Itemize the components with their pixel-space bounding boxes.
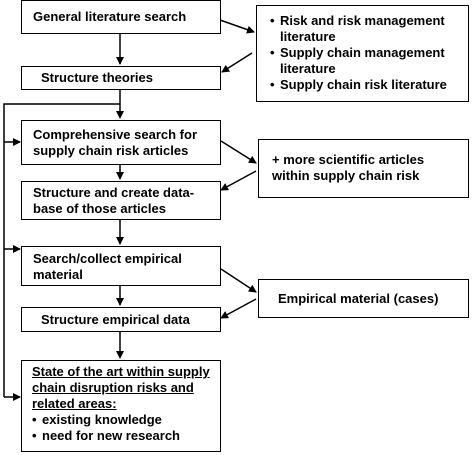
general-literature-search-label: General literature search — [33, 9, 187, 24]
search-empirical-label: Search/collect empirical material — [33, 251, 182, 282]
list-item: Supply chain management literature — [270, 45, 466, 77]
state-of-art-box: State of the art within supply chain dis… — [21, 360, 221, 452]
literature-types-list: Risk and risk management literature Supp… — [270, 13, 466, 93]
arrow-literature-to-structure — [221, 52, 253, 73]
arrow-comprehensive-to-more-articles — [220, 140, 257, 164]
more-articles-label: + more scientific articles within supply… — [272, 152, 425, 183]
state-of-art-heading: State of the art within supply chain dis… — [32, 364, 210, 411]
structure-empirical-label: Structure empirical data — [41, 312, 190, 327]
literature-types-box: Risk and risk management literature Supp… — [256, 5, 469, 102]
structure-theories-label: Structure theories — [41, 70, 153, 85]
structure-theories-box: Structure theories — [21, 66, 221, 90]
structure-database-box: Structure and create data-base of those … — [21, 181, 221, 220]
feedback-loop-line — [3, 103, 120, 397]
more-articles-box: + more scientific articles within supply… — [258, 139, 469, 198]
list-item: need for new research — [32, 428, 218, 444]
empirical-cases-box: Empirical material (cases) — [258, 279, 469, 318]
state-of-art-list: existing knowledge need for new research — [32, 412, 218, 444]
comprehensive-search-label: Comprehensive search for supply chain ri… — [33, 127, 198, 158]
structure-database-label: Structure and create data-base of those … — [33, 185, 195, 216]
arrow-general-to-literature — [219, 19, 255, 34]
search-empirical-box: Search/collect empirical material — [21, 246, 221, 286]
arrow-cases-to-structure-empirical — [220, 298, 257, 319]
general-literature-search-box: General literature search — [21, 0, 221, 34]
comprehensive-search-box: Comprehensive search for supply chain ri… — [21, 120, 221, 165]
empirical-cases-label: Empirical material (cases) — [278, 291, 439, 306]
list-item: existing knowledge — [32, 412, 218, 428]
list-item: Risk and risk management literature — [270, 13, 466, 45]
arrow-more-articles-to-database — [220, 170, 257, 191]
list-item: Supply chain risk literature — [270, 77, 466, 93]
arrow-search-to-cases — [220, 268, 257, 293]
structure-empirical-box: Structure empirical data — [21, 307, 221, 332]
